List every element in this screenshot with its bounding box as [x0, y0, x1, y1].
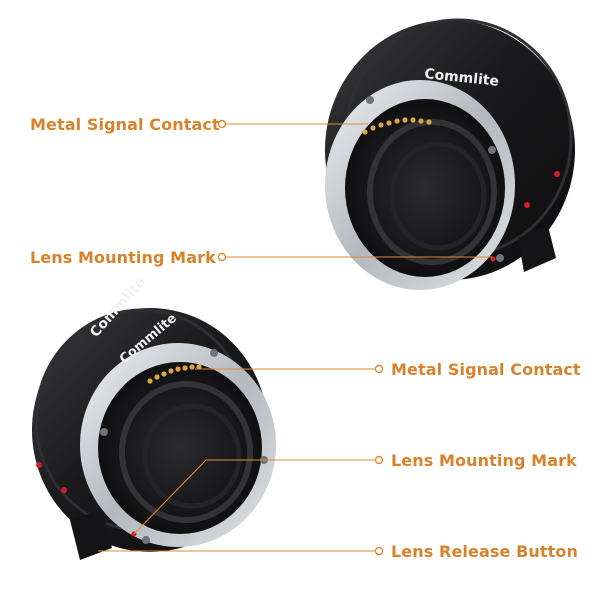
bottom-release-button-icon — [70, 510, 112, 560]
leader-dot-icon — [374, 546, 384, 556]
bottom-extension-tube: Commlite Commlite — [32, 274, 276, 560]
top-signal-contacts — [362, 117, 432, 135]
bottom-screw-icon — [142, 536, 150, 544]
bottom-red-mark-icon — [61, 487, 67, 493]
callout-bottom-metal-signal-contact: Metal Signal Contact — [391, 360, 581, 379]
leader-dot-icon — [217, 252, 227, 262]
callout-bottom-lens-mounting-mark: Lens Mounting Mark — [391, 451, 577, 470]
bottom-red-mark-icon — [36, 462, 42, 468]
top-mounting-mark-icon — [490, 256, 496, 262]
bottom-screw-icon — [100, 428, 108, 436]
callout-top-metal-signal-contact: Metal Signal Contact — [30, 115, 220, 134]
top-extension-tube: Commlite — [325, 18, 575, 290]
top-red-mark-icon — [554, 171, 560, 177]
leader-dot-icon — [374, 364, 384, 374]
top-brand-logo: Commlite — [424, 66, 500, 90]
leader-dot-icon — [217, 119, 227, 129]
bottom-screw-icon — [210, 349, 218, 357]
bottom-bore-baffle-inner — [142, 403, 242, 509]
top-screw-icon — [366, 96, 374, 104]
callout-top-lens-mounting-mark: Lens Mounting Mark — [30, 248, 216, 267]
leader-dot-icon — [374, 455, 384, 465]
top-bore-baffle — [367, 119, 497, 265]
top-screw-icon — [496, 254, 504, 262]
top-red-mark-icon — [524, 202, 530, 208]
top-bore-baffle-inner — [389, 141, 487, 251]
top-release-button-icon — [518, 226, 556, 272]
callout-bottom-lens-release-button: Lens Release Button — [391, 542, 578, 561]
top-screw-icon — [488, 146, 496, 154]
leader-lines — [98, 119, 492, 556]
bottom-bore-baffle — [119, 381, 253, 523]
bottom-signal-contacts — [147, 364, 202, 384]
leader-line-bottom-mount — [133, 459, 375, 535]
